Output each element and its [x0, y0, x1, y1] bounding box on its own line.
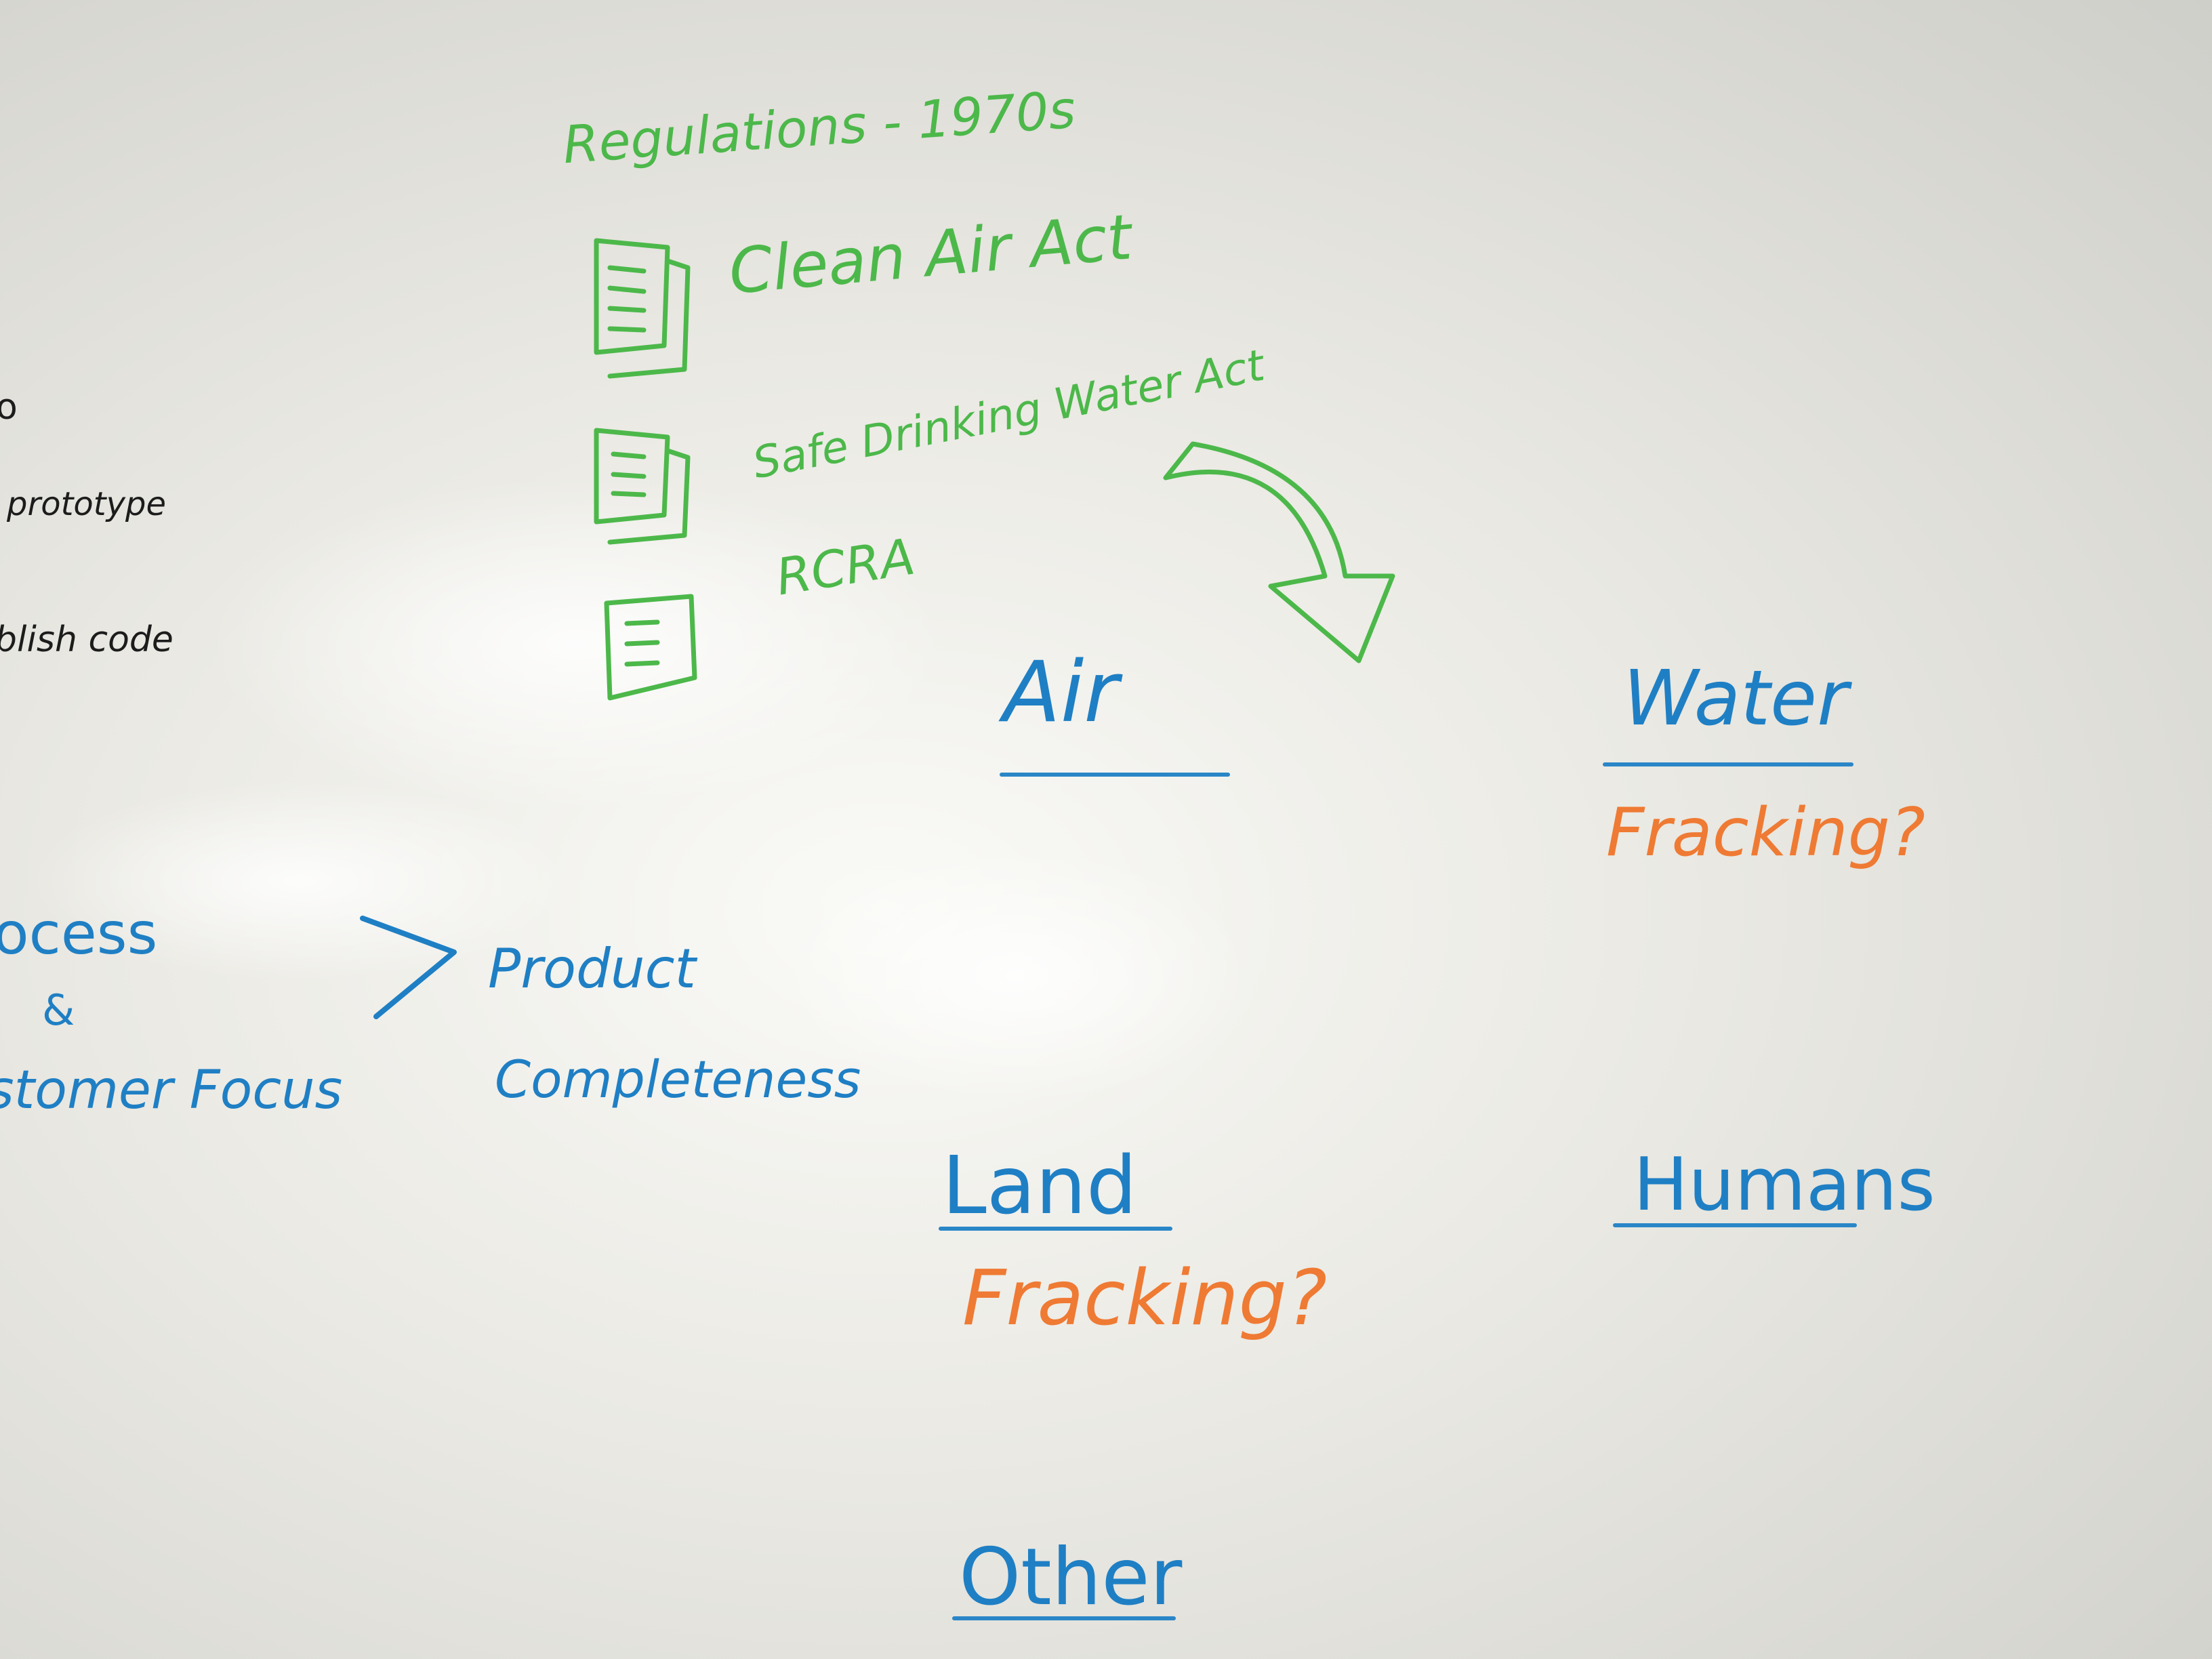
- water-fracking-note: Fracking?: [1606, 794, 1925, 872]
- light-glare: [779, 847, 1254, 1105]
- left-note-code: blish code: [0, 619, 173, 660]
- product-label: Product: [488, 937, 696, 1000]
- left-note-prototype: prototype: [7, 485, 166, 523]
- light-glare: [203, 474, 949, 813]
- chevron-right-icon: [360, 916, 457, 1019]
- land-fracking-note: Fracking?: [962, 1254, 1328, 1343]
- category-air: Air: [1003, 644, 1119, 741]
- category-land: Land: [942, 1139, 1137, 1232]
- left-note-fragment: o: [0, 387, 18, 428]
- category-water: Water: [1623, 655, 1849, 743]
- process-label: ocess: [0, 900, 158, 968]
- land-underline: [939, 1227, 1172, 1231]
- document-icon: [594, 428, 691, 545]
- category-other: Other: [959, 1532, 1183, 1623]
- category-humans: Humans: [1633, 1143, 1936, 1227]
- humans-underline: [1613, 1223, 1857, 1227]
- light-glare: [27, 779, 569, 983]
- ampersand-label: &: [42, 985, 75, 1035]
- document-icon: [594, 238, 691, 379]
- document-icon: [604, 594, 697, 701]
- water-underline: [1603, 762, 1853, 766]
- curved-arrow-icon: [1163, 441, 1395, 663]
- completeness-label: Completeness: [495, 1049, 861, 1109]
- air-underline: [1000, 773, 1230, 777]
- customer-focus-label: stomer Focus: [0, 1060, 343, 1121]
- other-underline: [952, 1616, 1176, 1620]
